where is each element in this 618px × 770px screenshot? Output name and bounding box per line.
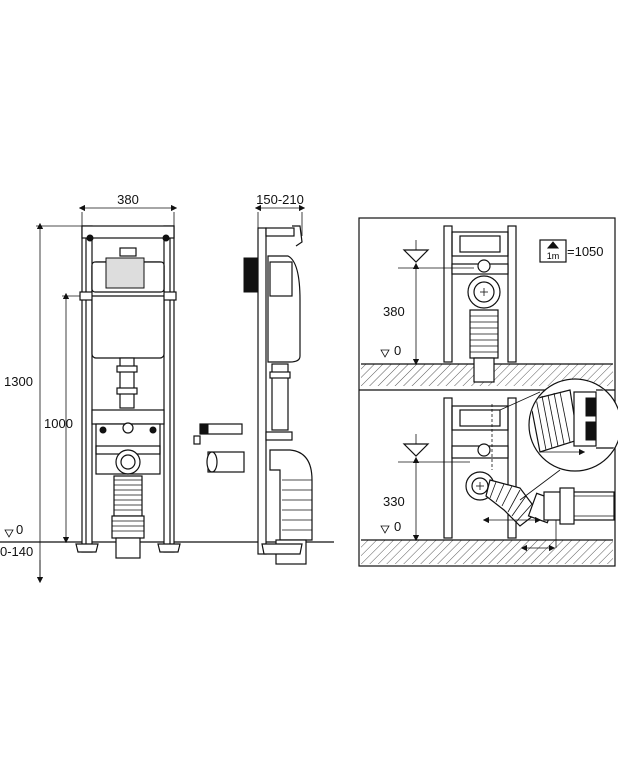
frame-post-left [81,225,93,553]
foot-left [75,543,99,553]
frame-top-bar [81,225,175,239]
side-waste-bend [269,449,313,541]
detail-magnifier [499,378,618,501]
side-flush-pipe [271,363,289,431]
side-flush-plate [243,257,259,293]
floor-range-label: 0-140 [0,544,33,559]
angled-waste-pipe [485,479,539,527]
dim-label-inset-380: 380 [383,304,405,319]
dim-label-depth: 150-210 [256,192,304,207]
side-view: 150-210 [243,192,313,565]
inset-top-zero: 0 [394,343,401,358]
frame-post-right [163,225,175,553]
unit-box [539,239,567,263]
outlet-pipe-right [543,487,615,525]
accessory-parts [193,423,245,473]
floor-level-symbol [4,529,14,538]
flush-panel [105,257,145,289]
floor-hatch-bottom [361,540,613,564]
floor-zero-label: 0 [16,522,23,537]
inset-panel: 1m =1050 380 [358,217,618,567]
waste-pipe-front [111,475,145,559]
inset-bottom-zero: 0 [394,519,401,534]
foot-right [157,543,181,553]
front-view: 380 1300 1000 0 0-140 [0,192,334,584]
dim-label-inset-330: 330 [383,494,405,509]
unit-value: =1050 [567,244,604,259]
crossbar [91,409,165,425]
inset-top: 380 0 [361,225,613,386]
dim-label-width: 380 [117,192,139,207]
side-post [257,227,267,555]
dim-label-1300: 1300 [4,374,33,389]
unit-box-label: 1m [547,251,560,261]
unit-arrow-icon [546,241,560,249]
dim-label-1000: 1000 [44,416,73,431]
